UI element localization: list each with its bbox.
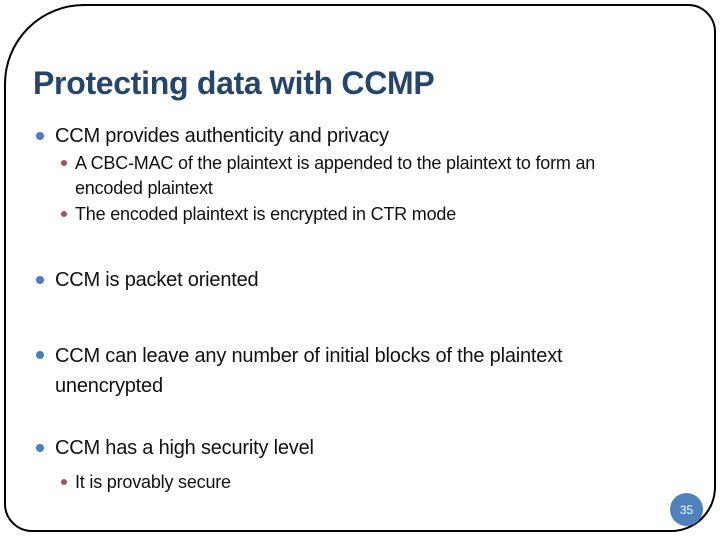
level1-bullet-icon (36, 132, 44, 140)
level2-bullet-icon (61, 160, 67, 166)
bullet-text: CCM can leave any number of initial bloc… (55, 345, 563, 367)
level1-bullet-icon (36, 351, 44, 359)
bullet-text: It is provably secure (75, 472, 231, 492)
level1-bullet-icon (36, 276, 44, 284)
bullet-text: The encoded plaintext is encrypted in CT… (75, 204, 457, 224)
bullet-text: encoded plaintext (75, 178, 213, 198)
page-number-badge: 35 (670, 493, 703, 526)
level1-bullet-icon (36, 444, 44, 452)
page-number: 35 (679, 502, 694, 517)
bullet-cbc-mac-appended: A CBC-MAC of the plaintext is appended t… (61, 151, 595, 201)
bullet-provably-secure: It is provably secure (61, 470, 231, 495)
bullet-text: CCM provides authenticity and privacy (55, 125, 389, 147)
bullet-text: CCM is packet oriented (55, 269, 259, 291)
bullet-text: A CBC-MAC of the plaintext is appended t… (75, 153, 596, 173)
bullet-text: CCM has a high security level (55, 437, 314, 459)
bullet-high-security-level: CCM has a high security level (36, 434, 314, 462)
bullet-initial-blocks-unencrypted: CCM can leave any number of initial bloc… (36, 341, 563, 401)
bullet-text: unencrypted (55, 375, 163, 397)
slide-title: Protecting data with CCMP (33, 65, 435, 102)
bullet-packet-oriented: CCM is packet oriented (36, 266, 259, 294)
level2-bullet-icon (61, 211, 67, 217)
bullet-ccm-authenticity-privacy: CCM provides authenticity and privacy (36, 122, 389, 150)
bullet-encrypted-ctr-mode: The encoded plaintext is encrypted in CT… (61, 202, 456, 227)
slide-frame-border (4, 4, 716, 532)
level2-bullet-icon (61, 479, 67, 485)
